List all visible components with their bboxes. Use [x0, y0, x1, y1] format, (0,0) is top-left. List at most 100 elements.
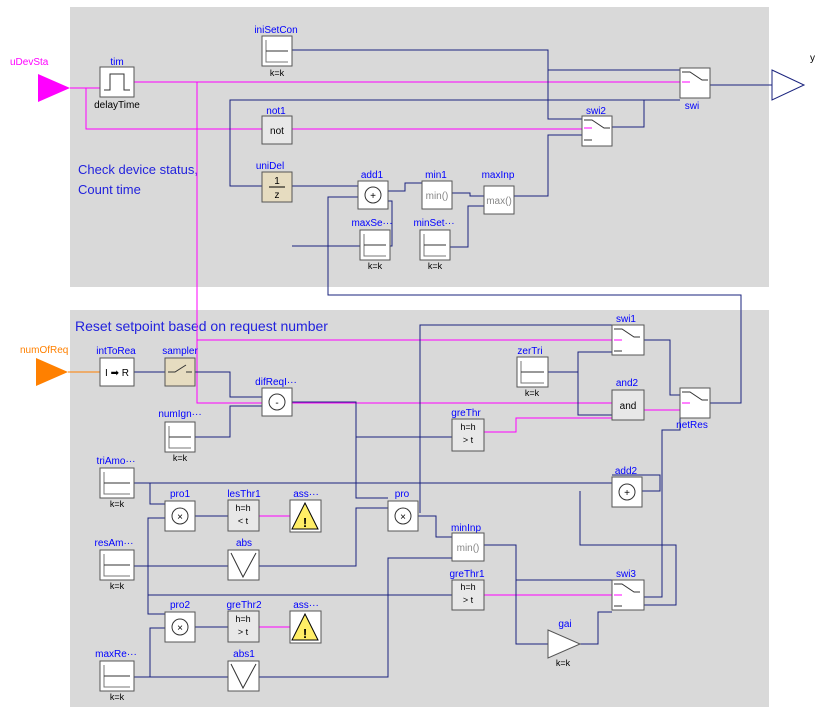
input-numofreq: numOfReq: [20, 345, 68, 386]
block-body: [451, 579, 485, 611]
block-maxres[interactable]: maxRe··· k=k: [95, 649, 137, 702]
axes-icon: [103, 554, 130, 577]
axes-icon: [520, 361, 544, 384]
block-maxset[interactable]: maxSe··· k=k: [351, 218, 392, 271]
block-triamo[interactable]: triAmo··· k=k: [97, 456, 136, 509]
block-unidel[interactable]: uniDel 1 z: [256, 161, 293, 203]
block-lesthr1[interactable]: lesThr1 h=h < t: [227, 489, 261, 532]
block-add2[interactable]: add2 +: [611, 466, 643, 508]
block-label: min1: [425, 170, 447, 181]
block-label: swi3: [616, 569, 636, 580]
block-minset[interactable]: minSet··· k=k: [413, 218, 454, 271]
block-label: zerTri: [517, 346, 542, 357]
block-body: [451, 418, 485, 452]
product-icon: [171, 507, 189, 525]
switch-icon: [614, 583, 640, 593]
block-swi3[interactable]: swi3: [611, 569, 645, 611]
block-label: resAm···: [95, 538, 134, 549]
block-and2[interactable]: and2 and: [611, 378, 645, 421]
sampler-icon: [168, 364, 187, 373]
block-swi2[interactable]: swi2: [581, 106, 613, 147]
block-label: pro2: [170, 600, 190, 611]
input-label-numofreq: numOfReq: [20, 345, 68, 356]
sum-icon: [268, 393, 286, 411]
block-body: [421, 180, 453, 210]
sum-icon: [364, 186, 382, 204]
block-numign[interactable]: numIgn··· k=k: [158, 409, 201, 463]
block-gai[interactable]: gai k=k: [547, 619, 582, 668]
block-symbol: > t: [463, 435, 474, 445]
input-udevsta: uDevSta: [10, 57, 70, 102]
block-grethr1[interactable]: greThr1 h=h > t: [449, 569, 485, 611]
block-swi1[interactable]: swi1: [611, 314, 645, 356]
block-not1[interactable]: not1 not: [261, 106, 293, 145]
block-assert1[interactable]: ass··· !: [289, 489, 322, 533]
block-label: greThr2: [226, 600, 261, 611]
axes-icon: [103, 472, 130, 495]
block-assert2[interactable]: ass··· !: [289, 600, 322, 644]
region-note-line1: Check device status,: [78, 162, 198, 177]
output-y: y: [771, 53, 815, 101]
block-min1[interactable]: min1 min(): [421, 170, 453, 210]
block-label: uniDel: [256, 161, 284, 172]
block-body: [99, 66, 135, 98]
boolean-input-icon: [38, 74, 70, 102]
block-abs[interactable]: abs: [227, 538, 260, 581]
region-note-line2: Count time: [78, 182, 141, 197]
block-pro[interactable]: pro ×: [387, 489, 419, 532]
block-label: netRes: [676, 420, 708, 431]
block-inisetcon[interactable]: iniSetCon k=k: [254, 25, 297, 78]
block-label: ass···: [293, 489, 319, 500]
timer-icon: [104, 73, 130, 91]
block-label: difReqI···: [255, 377, 297, 388]
block-label: numIgn···: [158, 409, 201, 420]
integer-input-icon: [36, 358, 68, 386]
block-maxinp[interactable]: maxInp max(): [482, 170, 515, 215]
block-param: k=k: [556, 658, 571, 668]
block-body: [581, 115, 613, 147]
block-zertri[interactable]: zerTri k=k: [516, 346, 549, 398]
block-inttorea[interactable]: intToRea I ➡ R: [96, 346, 136, 387]
block-label: abs: [236, 538, 252, 549]
axes-icon: [363, 234, 386, 257]
block-label: add1: [361, 170, 384, 181]
warning-icon: [291, 501, 319, 530]
block-param: delayTime: [94, 100, 140, 111]
block-body: [227, 549, 260, 581]
block-symbol: -: [275, 398, 278, 409]
block-add1[interactable]: add1 +: [357, 170, 389, 210]
switch-icon: [682, 71, 708, 81]
block-netres[interactable]: netRes: [676, 387, 711, 431]
block-param: h=h: [460, 582, 475, 592]
block-symbol: and: [620, 401, 637, 412]
block-body: [261, 115, 293, 145]
product-icon: [171, 618, 189, 636]
block-body: [679, 67, 711, 99]
block-label: greThr1: [449, 569, 484, 580]
switch-icon: [682, 391, 708, 401]
block-grethr[interactable]: greThr h=h > t: [451, 408, 485, 452]
block-swi[interactable]: swi: [679, 67, 711, 112]
block-label: and2: [616, 378, 639, 389]
block-label: lesThr1: [227, 489, 261, 500]
block-label: pro: [395, 489, 410, 500]
product-icon: [394, 507, 412, 525]
real-output-icon: [771, 69, 806, 101]
block-param: k=k: [525, 388, 540, 398]
axes-icon: [265, 40, 288, 63]
block-tim[interactable]: tim delayTime: [94, 57, 140, 111]
block-pro2[interactable]: pro2 ×: [164, 600, 196, 643]
block-resamo[interactable]: resAm··· k=k: [95, 538, 135, 591]
block-label: iniSetCon: [254, 25, 297, 36]
warning-icon: [291, 612, 319, 641]
abs-icon: [230, 663, 257, 690]
block-pro1[interactable]: pro1 ×: [164, 489, 196, 532]
block-mininp[interactable]: minInp min(): [451, 523, 485, 562]
block-sampler[interactable]: sampler: [162, 346, 198, 387]
block-label: maxSe···: [351, 218, 392, 229]
gain-icon: [547, 629, 582, 659]
block-label: swi2: [586, 106, 606, 117]
block-grethr2[interactable]: greThr2 h=h > t: [226, 600, 262, 643]
block-abs1[interactable]: abs1: [227, 649, 260, 692]
block-difreqign[interactable]: difReqI··· -: [255, 377, 297, 417]
